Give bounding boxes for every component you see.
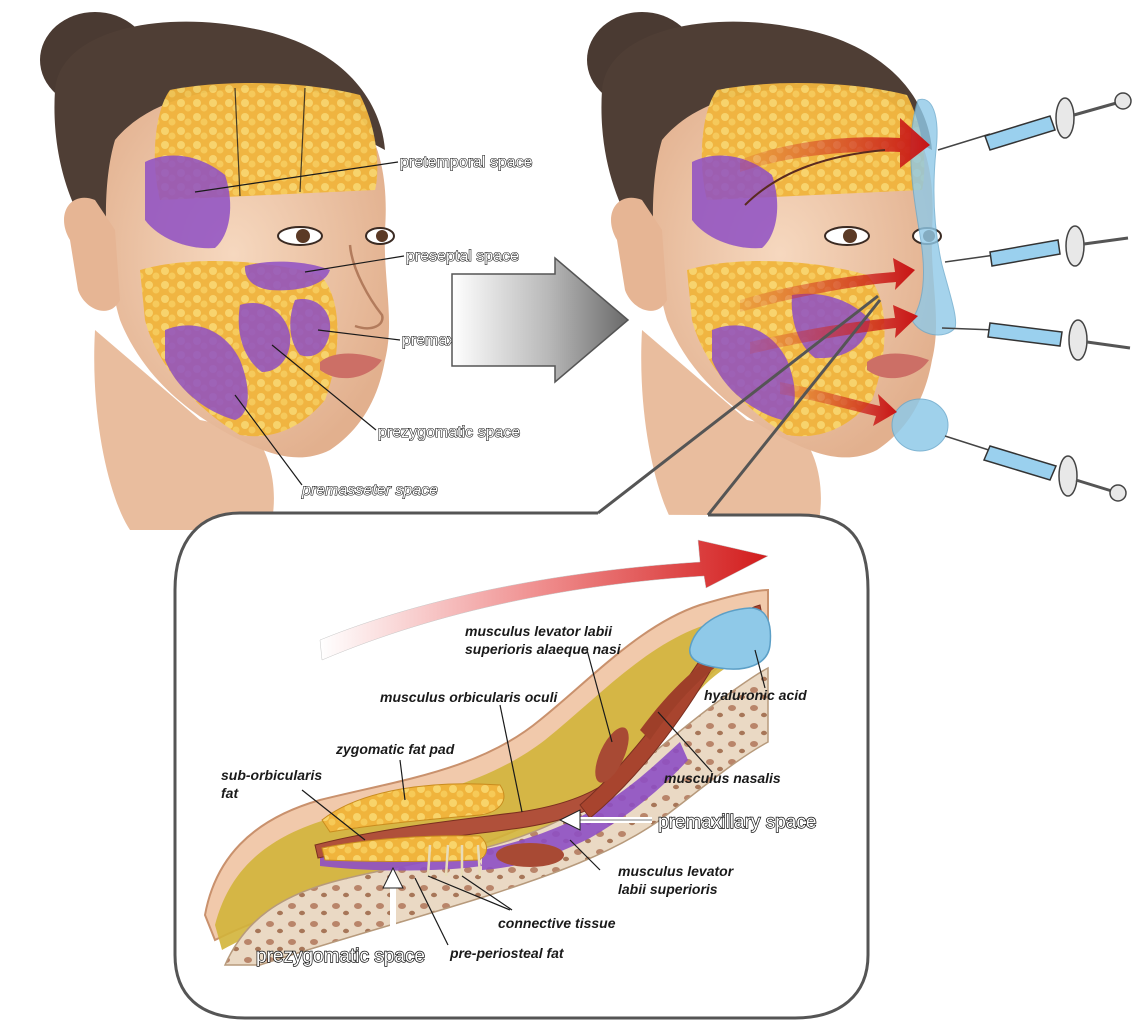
label-premasseter-space: premasseter space bbox=[301, 482, 438, 499]
label-pretemporal-space: pretemporal space bbox=[400, 154, 533, 171]
label-pre-periosteal-fat: pre-periosteal fat bbox=[449, 945, 565, 961]
transition-arrow bbox=[452, 258, 628, 382]
label-prezygomatic-space-section: prezygomatic space bbox=[256, 946, 425, 967]
label-levator-alaeque-line1: musculus levator labii bbox=[465, 623, 613, 639]
label-levator-superioris-line2: labii superioris bbox=[618, 881, 718, 897]
label-orbicularis-oculi: musculus orbicularis oculi bbox=[380, 689, 558, 705]
syringe-2 bbox=[945, 226, 1128, 266]
label-prezygomatic-space: prezygomatic space bbox=[378, 424, 520, 441]
left-iris bbox=[296, 229, 310, 243]
filler-chin bbox=[892, 399, 948, 451]
label-preseptal-space: preseptal space bbox=[406, 248, 519, 265]
label-levator-alaeque-line2: superioris alaeque nasi bbox=[465, 641, 622, 657]
label-sub-orbicularis-line2: fat bbox=[221, 785, 239, 801]
label-nasalis: musculus nasalis bbox=[664, 770, 781, 786]
syringe-1 bbox=[938, 93, 1131, 150]
label-levator-superioris-line1: musculus levator bbox=[618, 863, 735, 879]
label-connective-tissue: connective tissue bbox=[498, 915, 616, 931]
label-hyaluronic-acid: hyaluronic acid bbox=[704, 687, 807, 703]
right-iris bbox=[376, 230, 388, 242]
left-face-illustration bbox=[40, 12, 394, 530]
levator-labii-superioris-muscle bbox=[496, 843, 564, 867]
syringe-4 bbox=[945, 436, 1126, 501]
label-premaxillary-space-section: premaxillary space bbox=[658, 812, 816, 833]
label-zygomatic-fat-pad: zygomatic fat pad bbox=[335, 741, 455, 757]
left-iris-right-face bbox=[843, 229, 857, 243]
syringe-3 bbox=[942, 320, 1130, 360]
label-sub-orbicularis-line1: sub-orbicularis bbox=[221, 767, 322, 783]
right-face-illustration bbox=[587, 12, 1131, 530]
